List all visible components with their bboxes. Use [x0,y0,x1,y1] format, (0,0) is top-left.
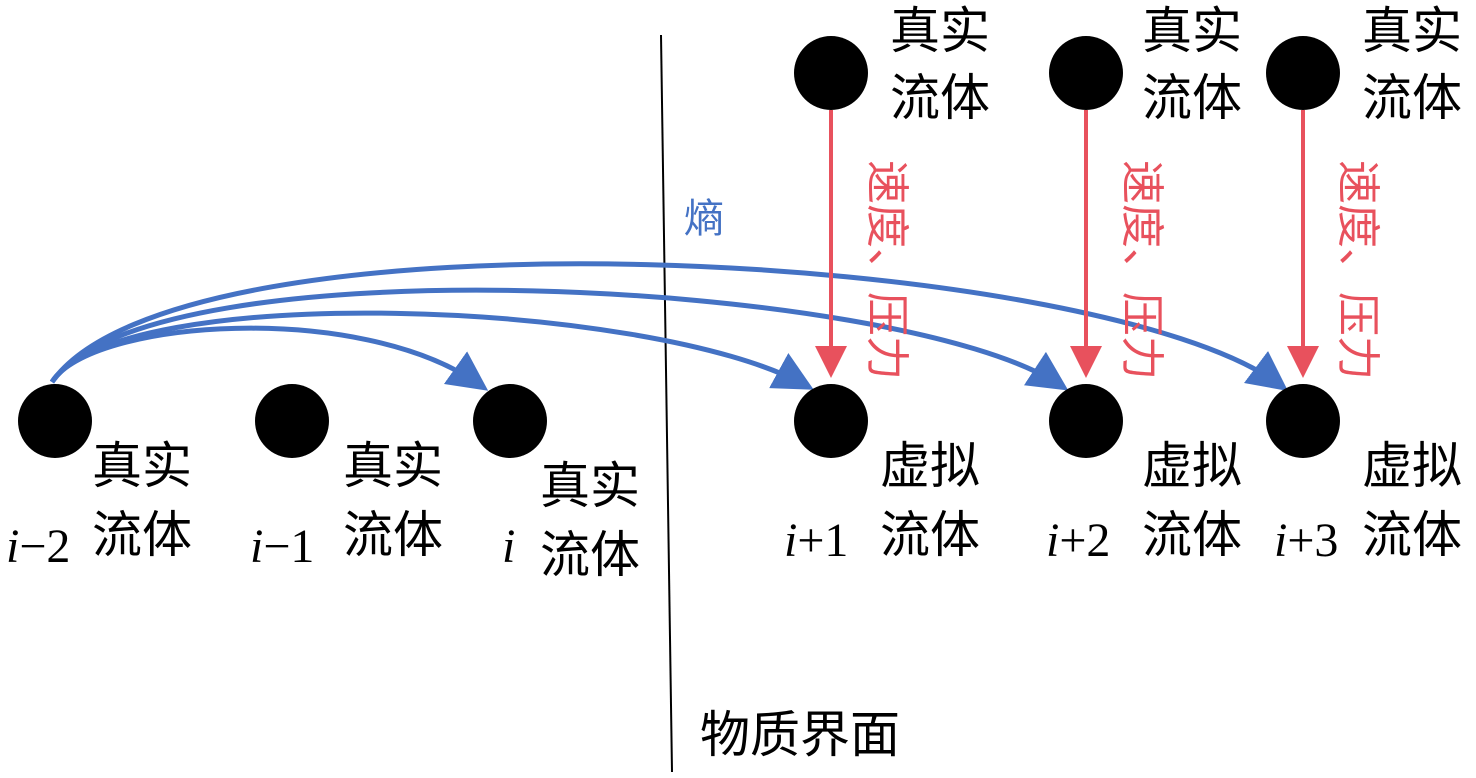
top-real-fluid-node-3 [1266,36,1340,110]
node-i-1-type-line1: 真实 [343,437,443,495]
node-i+3-type-line1: 虚拟 [1362,437,1462,495]
top-real-label-1-line2: 流体 [890,69,990,127]
material-interface-label: 物质界面 [700,706,900,764]
velocity-pressure-label-i+2: 速度、压力 [1116,160,1167,380]
node-i-2 [18,384,92,458]
top-real-fluid-node-2 [1049,36,1123,110]
entropy-arrow-to-i+2 [49,287,1069,391]
node-i+1 [794,384,868,458]
node-i-1-index: i−1 [250,520,314,573]
node-i+1-type-line1: 虚拟 [880,437,980,495]
material-interface-line [660,34,673,773]
entropy-arrow-to-i+1 [49,310,814,390]
entropy-arrow-to-i+3 [49,261,1289,391]
node-i+2-type-line1: 虚拟 [1142,437,1242,495]
node-i [473,384,547,458]
velocity-pressure-label-i+3: 速度、压力 [1332,160,1383,380]
node-i-1 [255,384,329,458]
node-i+3 [1266,384,1340,458]
node-i+3-type-line2: 流体 [1362,506,1462,564]
top-real-label-2-line2: 流体 [1142,69,1242,127]
node-i-index: i [502,520,515,573]
top-real-label-2-line1: 真实 [1142,2,1242,60]
top-real-label-3-line2: 流体 [1362,69,1462,127]
top-real-label-1-line1: 真实 [890,2,990,60]
node-i+2-type-line2: 流体 [1142,506,1242,564]
node-i-2-type-line1: 真实 [92,437,192,495]
top-real-label-3-line1: 真实 [1362,2,1462,60]
node-i-1-type-line2: 流体 [343,506,443,564]
node-i-type-line2: 流体 [540,526,640,584]
node-i+2 [1049,384,1123,458]
node-i-type-line1: 真实 [540,457,640,515]
node-i+1-index: i+1 [784,514,848,567]
top-real-fluid-node-1 [794,36,868,110]
node-i+3-index: i+3 [1274,514,1338,567]
velocity-pressure-label-i+1: 速度、压力 [861,160,912,380]
node-i+2-index: i+2 [1046,514,1110,567]
node-i-2-index: i−2 [6,520,70,573]
entropy-label: 熵 [684,196,724,242]
node-i-2-type-line2: 流体 [92,506,192,564]
node-i+1-type-line2: 流体 [880,506,980,564]
